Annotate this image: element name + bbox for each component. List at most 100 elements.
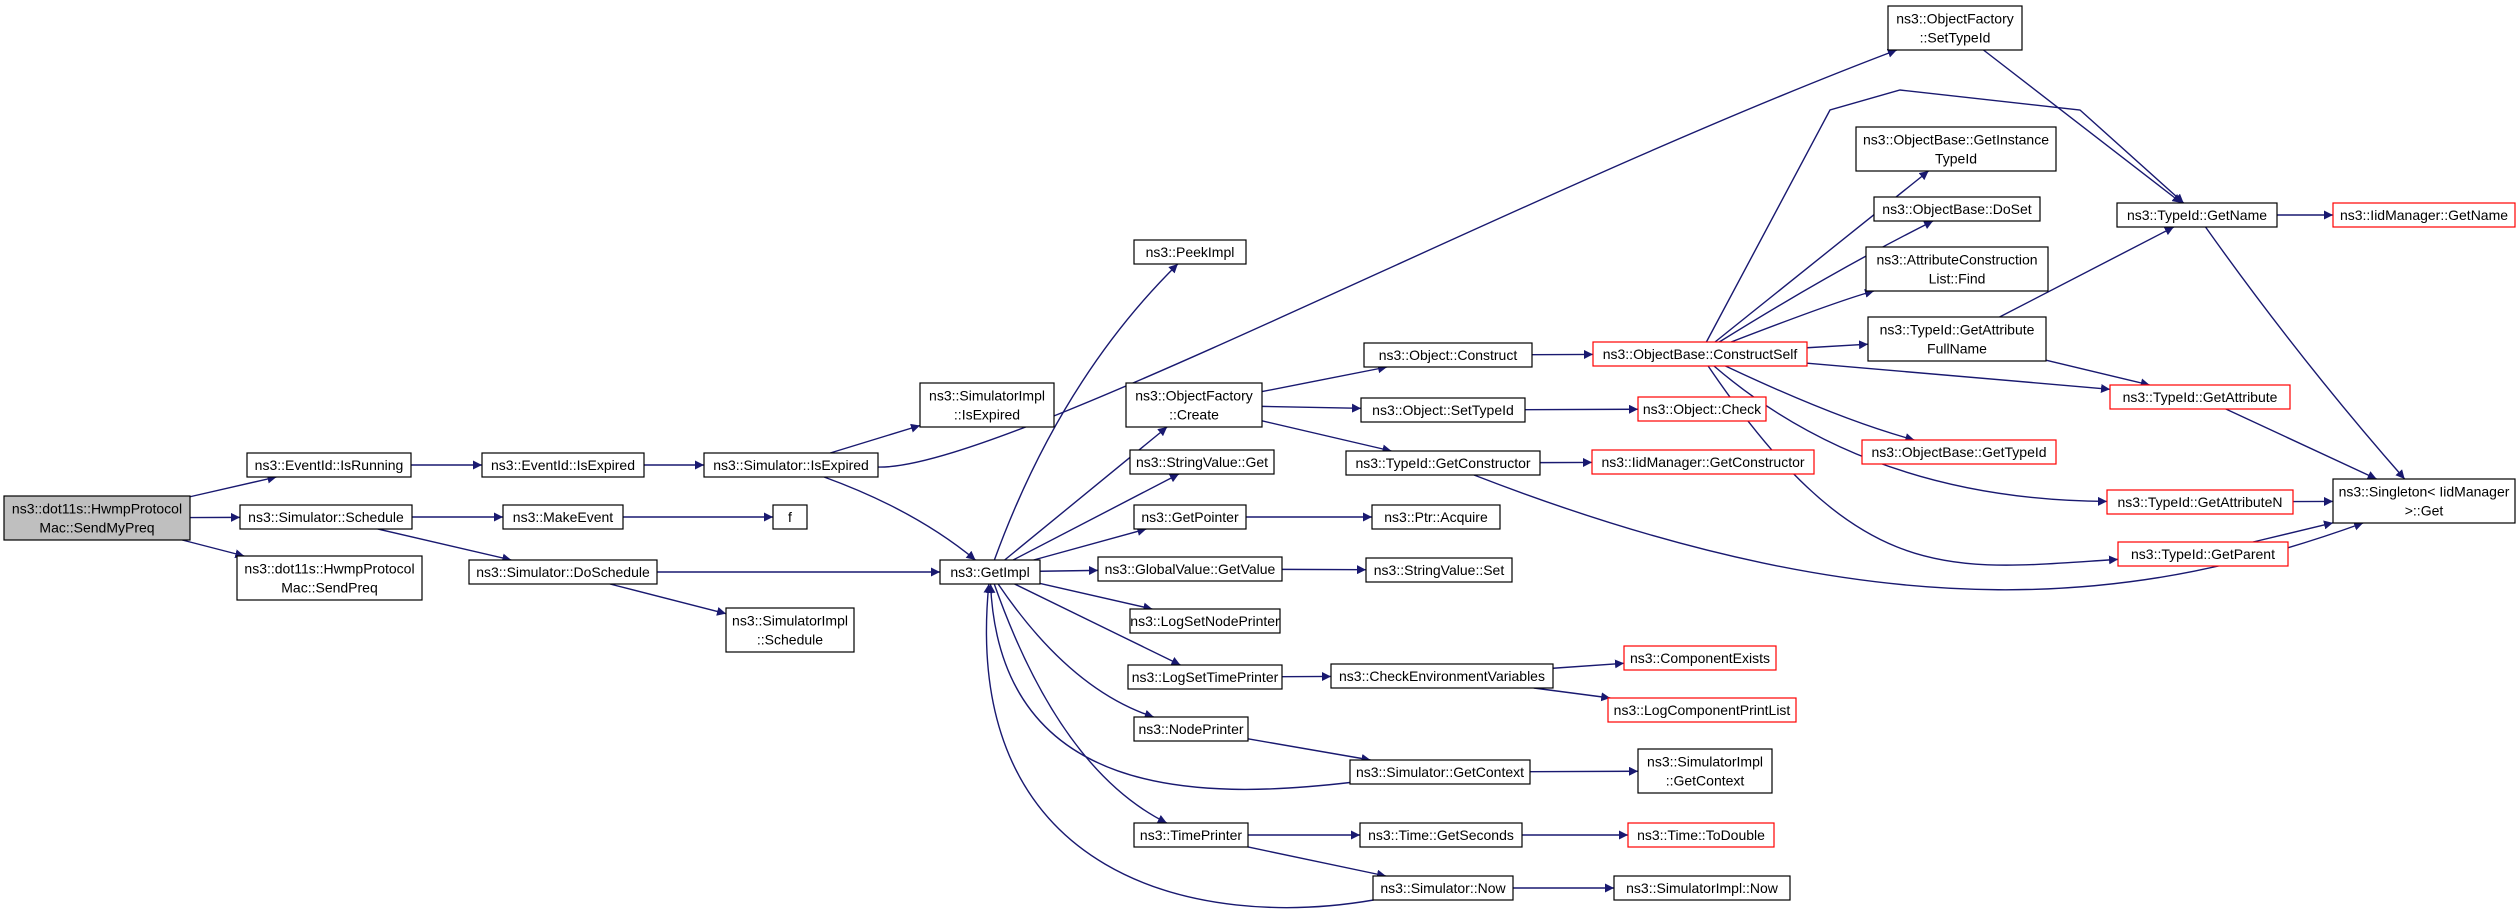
node-makeevent[interactable]: ns3::MakeEvent	[502, 504, 624, 530]
node-box[interactable]	[1861, 439, 2057, 465]
node-peekimpl[interactable]: ns3::PeekImpl	[1133, 239, 1247, 265]
node-box[interactable]	[939, 559, 1041, 585]
node-object-settypeid[interactable]: ns3::Object::SetTypeId	[1360, 397, 1526, 423]
node-typeid-getattributen[interactable]: ns3::TypeId::GetAttributeN	[2106, 489, 2294, 515]
node-box[interactable]	[1097, 556, 1283, 582]
node-box[interactable]	[246, 452, 412, 478]
node-box[interactable]	[2117, 541, 2289, 567]
node-time-getseconds[interactable]: ns3::Time::GetSeconds	[1359, 822, 1523, 848]
node-objfactory-create[interactable]: ns3::ObjectFactory::Create	[1125, 382, 1263, 428]
node-eventid-isrunning[interactable]: ns3::EventId::IsRunning	[246, 452, 412, 478]
node-box[interactable]	[1129, 449, 1275, 475]
node-sim-doschedule[interactable]: ns3::Simulator::DoSchedule	[468, 559, 658, 585]
node-iidmanager-getname[interactable]: ns3::IidManager::GetName	[2332, 202, 2516, 228]
node-typeid-getattribute[interactable]: ns3::TypeId::GetAttribute	[2109, 384, 2291, 410]
node-typeid-getparent[interactable]: ns3::TypeId::GetParent	[2117, 541, 2289, 567]
node-box[interactable]	[1349, 759, 1531, 785]
node-sim-schedule[interactable]: ns3::Simulator::Schedule	[239, 504, 413, 530]
node-box[interactable]	[1133, 822, 1249, 848]
node-simimpl-schedule[interactable]: ns3::SimulatorImpl::Schedule	[725, 607, 855, 653]
node-sim-now[interactable]: ns3::Simulator::Now	[1372, 875, 1514, 901]
node-box[interactable]	[1591, 449, 1815, 475]
node-box[interactable]	[236, 555, 423, 601]
node-componentexists[interactable]: ns3::ComponentExists	[1623, 645, 1777, 671]
node-sim-getcontext[interactable]: ns3::Simulator::GetContext	[1349, 759, 1531, 785]
node-simimpl-getcontext[interactable]: ns3::SimulatorImpl::GetContext	[1637, 748, 1773, 794]
node-box[interactable]	[3, 495, 191, 541]
node-box[interactable]	[481, 452, 645, 478]
node-box[interactable]	[1627, 822, 1775, 848]
node-box[interactable]	[2109, 384, 2291, 410]
node-stringvalue-set[interactable]: ns3::StringValue::Set	[1365, 557, 1513, 583]
node-time-todouble[interactable]: ns3::Time::ToDouble	[1627, 822, 1775, 848]
node-logsetnodeprinter[interactable]: ns3::LogSetNodePrinter	[1129, 608, 1281, 634]
node-checkenv[interactable]: ns3::CheckEnvironmentVariables	[1330, 663, 1554, 689]
node-object-construct[interactable]: ns3::Object::Construct	[1363, 342, 1533, 368]
node-objbase-doset[interactable]: ns3::ObjectBase::DoSet	[1873, 196, 2041, 222]
node-box[interactable]	[468, 559, 658, 585]
node-box[interactable]	[1345, 450, 1541, 476]
node-box[interactable]	[1372, 875, 1514, 901]
node-box[interactable]	[2332, 202, 2516, 228]
node-timeprinter[interactable]: ns3::TimePrinter	[1133, 822, 1249, 848]
node-box[interactable]	[1360, 397, 1526, 423]
node-objbase-gettypeid[interactable]: ns3::ObjectBase::GetTypeId	[1861, 439, 2057, 465]
node-stringvalue-get[interactable]: ns3::StringValue::Get	[1129, 449, 1275, 475]
node-f[interactable]: f	[772, 504, 808, 530]
node-box[interactable]	[1133, 239, 1247, 265]
node-eventid-isexpired[interactable]: ns3::EventId::IsExpired	[481, 452, 645, 478]
node-box[interactable]	[772, 504, 808, 530]
node-box[interactable]	[919, 382, 1055, 428]
node-box[interactable]	[1637, 748, 1773, 794]
node-object-check[interactable]: ns3::Object::Check	[1637, 396, 1767, 422]
node-box[interactable]	[703, 452, 879, 478]
node-sim-isexpired[interactable]: ns3::Simulator::IsExpired	[703, 452, 879, 478]
node-box[interactable]	[1127, 664, 1283, 690]
node-box[interactable]	[2332, 478, 2516, 524]
node-objbase-constructself[interactable]: ns3::ObjectBase::ConstructSelf	[1592, 341, 1808, 367]
node-box[interactable]	[1359, 822, 1523, 848]
node-box[interactable]	[1129, 608, 1281, 634]
node-box[interactable]	[1613, 875, 1791, 901]
node-box[interactable]	[1887, 5, 2023, 51]
node-box[interactable]	[1371, 504, 1501, 530]
node-logcomponentprintlist[interactable]: ns3::LogComponentPrintList	[1607, 697, 1797, 723]
node-simimpl-now[interactable]: ns3::SimulatorImpl::Now	[1613, 875, 1791, 901]
node-box[interactable]	[725, 607, 855, 653]
node-box[interactable]	[1607, 697, 1797, 723]
node-box[interactable]	[1363, 342, 1533, 368]
node-objfactory-settypeid[interactable]: ns3::ObjectFactory::SetTypeId	[1887, 5, 2023, 51]
node-typeid-getname[interactable]: ns3::TypeId::GetName	[2116, 202, 2278, 228]
node-box[interactable]	[1855, 126, 2057, 172]
node-typeid-getconstructor[interactable]: ns3::TypeId::GetConstructor	[1345, 450, 1541, 476]
node-box[interactable]	[1623, 645, 1777, 671]
node-box[interactable]	[1365, 557, 1513, 583]
node-box[interactable]	[2106, 489, 2294, 515]
node-iidmanager-getconstructor[interactable]: ns3::IidManager::GetConstructor	[1591, 449, 1815, 475]
node-box[interactable]	[1867, 316, 2047, 362]
node-globalvalue-getvalue[interactable]: ns3::GlobalValue::GetValue	[1097, 556, 1283, 582]
node-box[interactable]	[1592, 341, 1808, 367]
node-box[interactable]	[1133, 716, 1249, 742]
node-box[interactable]	[1873, 196, 2041, 222]
node-nodeprinter[interactable]: ns3::NodePrinter	[1133, 716, 1249, 742]
node-singleton-get[interactable]: ns3::Singleton< IidManager >::Get	[2332, 478, 2516, 524]
node-box[interactable]	[2116, 202, 2278, 228]
node-box[interactable]	[502, 504, 624, 530]
node-simimpl-isexpired[interactable]: ns3::SimulatorImpl::IsExpired	[919, 382, 1055, 428]
node-getpointer[interactable]: ns3::GetPointer	[1133, 504, 1247, 530]
node-getimpl[interactable]: ns3::GetImpl	[939, 559, 1041, 585]
node-box[interactable]	[1330, 663, 1554, 689]
node-box[interactable]	[1133, 504, 1247, 530]
node-box[interactable]	[239, 504, 413, 530]
node-box[interactable]	[1125, 382, 1263, 428]
node-box[interactable]	[1637, 396, 1767, 422]
node-logsettimeprinter[interactable]: ns3::LogSetTimePrinter	[1127, 664, 1283, 690]
node-box[interactable]	[1865, 246, 2049, 292]
node-ptr-acquire[interactable]: ns3::Ptr::Acquire	[1371, 504, 1501, 530]
